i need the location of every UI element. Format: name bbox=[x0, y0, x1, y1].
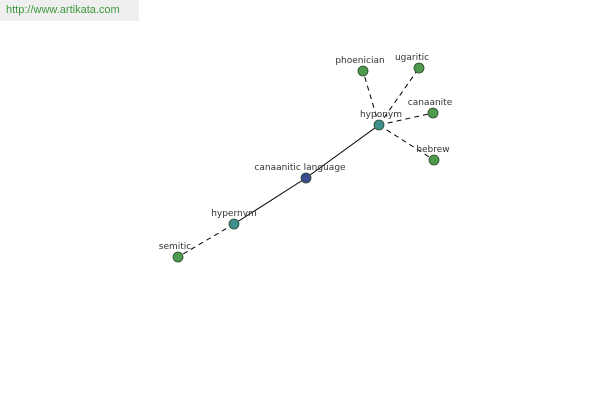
node-label-ugaritic[interactable]: ugaritic bbox=[395, 53, 429, 63]
node-semitic[interactable]: semitic bbox=[159, 242, 192, 263]
node-label-canaanite[interactable]: canaanite bbox=[408, 98, 453, 108]
node-ugaritic[interactable]: ugaritic bbox=[395, 53, 429, 74]
edge-hyponym-canaanite bbox=[378, 112, 434, 126]
edge-center-hyponym bbox=[305, 124, 380, 179]
node-marker-hyponym[interactable] bbox=[373, 119, 385, 131]
node-label-hebrew[interactable]: hebrew bbox=[416, 145, 449, 155]
node-label-hyponym[interactable]: hyponym bbox=[360, 110, 402, 120]
node-center[interactable]: canaanitic language bbox=[254, 163, 346, 184]
edge-hypernym-semitic bbox=[177, 223, 235, 258]
node-label-center[interactable]: canaanitic language bbox=[254, 163, 346, 173]
graph-edges bbox=[177, 67, 435, 258]
node-marker-center[interactable] bbox=[300, 172, 312, 184]
edge-hyponym-phoenician bbox=[362, 70, 380, 126]
edge-hyponym-hebrew bbox=[378, 124, 435, 161]
site-url-link[interactable]: http://www.artikata.com bbox=[0, 0, 139, 21]
node-phoenician[interactable]: phoenician bbox=[335, 56, 385, 77]
graph-nodes: canaanitic language hypernym hyponym semiti… bbox=[159, 53, 453, 263]
node-label-hypernym[interactable]: hypernym bbox=[211, 209, 257, 219]
node-marker-ugaritic[interactable] bbox=[413, 62, 425, 74]
node-label-phoenician[interactable]: phoenician bbox=[335, 56, 384, 66]
edge-hyponym-ugaritic bbox=[378, 67, 420, 126]
node-marker-hypernym[interactable] bbox=[228, 218, 240, 230]
node-marker-semitic[interactable] bbox=[172, 251, 184, 263]
node-canaanite[interactable]: canaanite bbox=[408, 98, 453, 119]
edge-center-hypernym bbox=[233, 177, 307, 225]
node-marker-hebrew[interactable] bbox=[428, 154, 440, 166]
node-marker-canaanite[interactable] bbox=[427, 107, 439, 119]
node-marker-phoenician[interactable] bbox=[357, 65, 369, 77]
node-hypernym[interactable]: hypernym bbox=[211, 209, 257, 230]
node-hyponym[interactable]: hyponym bbox=[360, 110, 402, 131]
node-label-semitic[interactable]: semitic bbox=[159, 242, 192, 252]
node-hebrew[interactable]: hebrew bbox=[416, 145, 450, 166]
